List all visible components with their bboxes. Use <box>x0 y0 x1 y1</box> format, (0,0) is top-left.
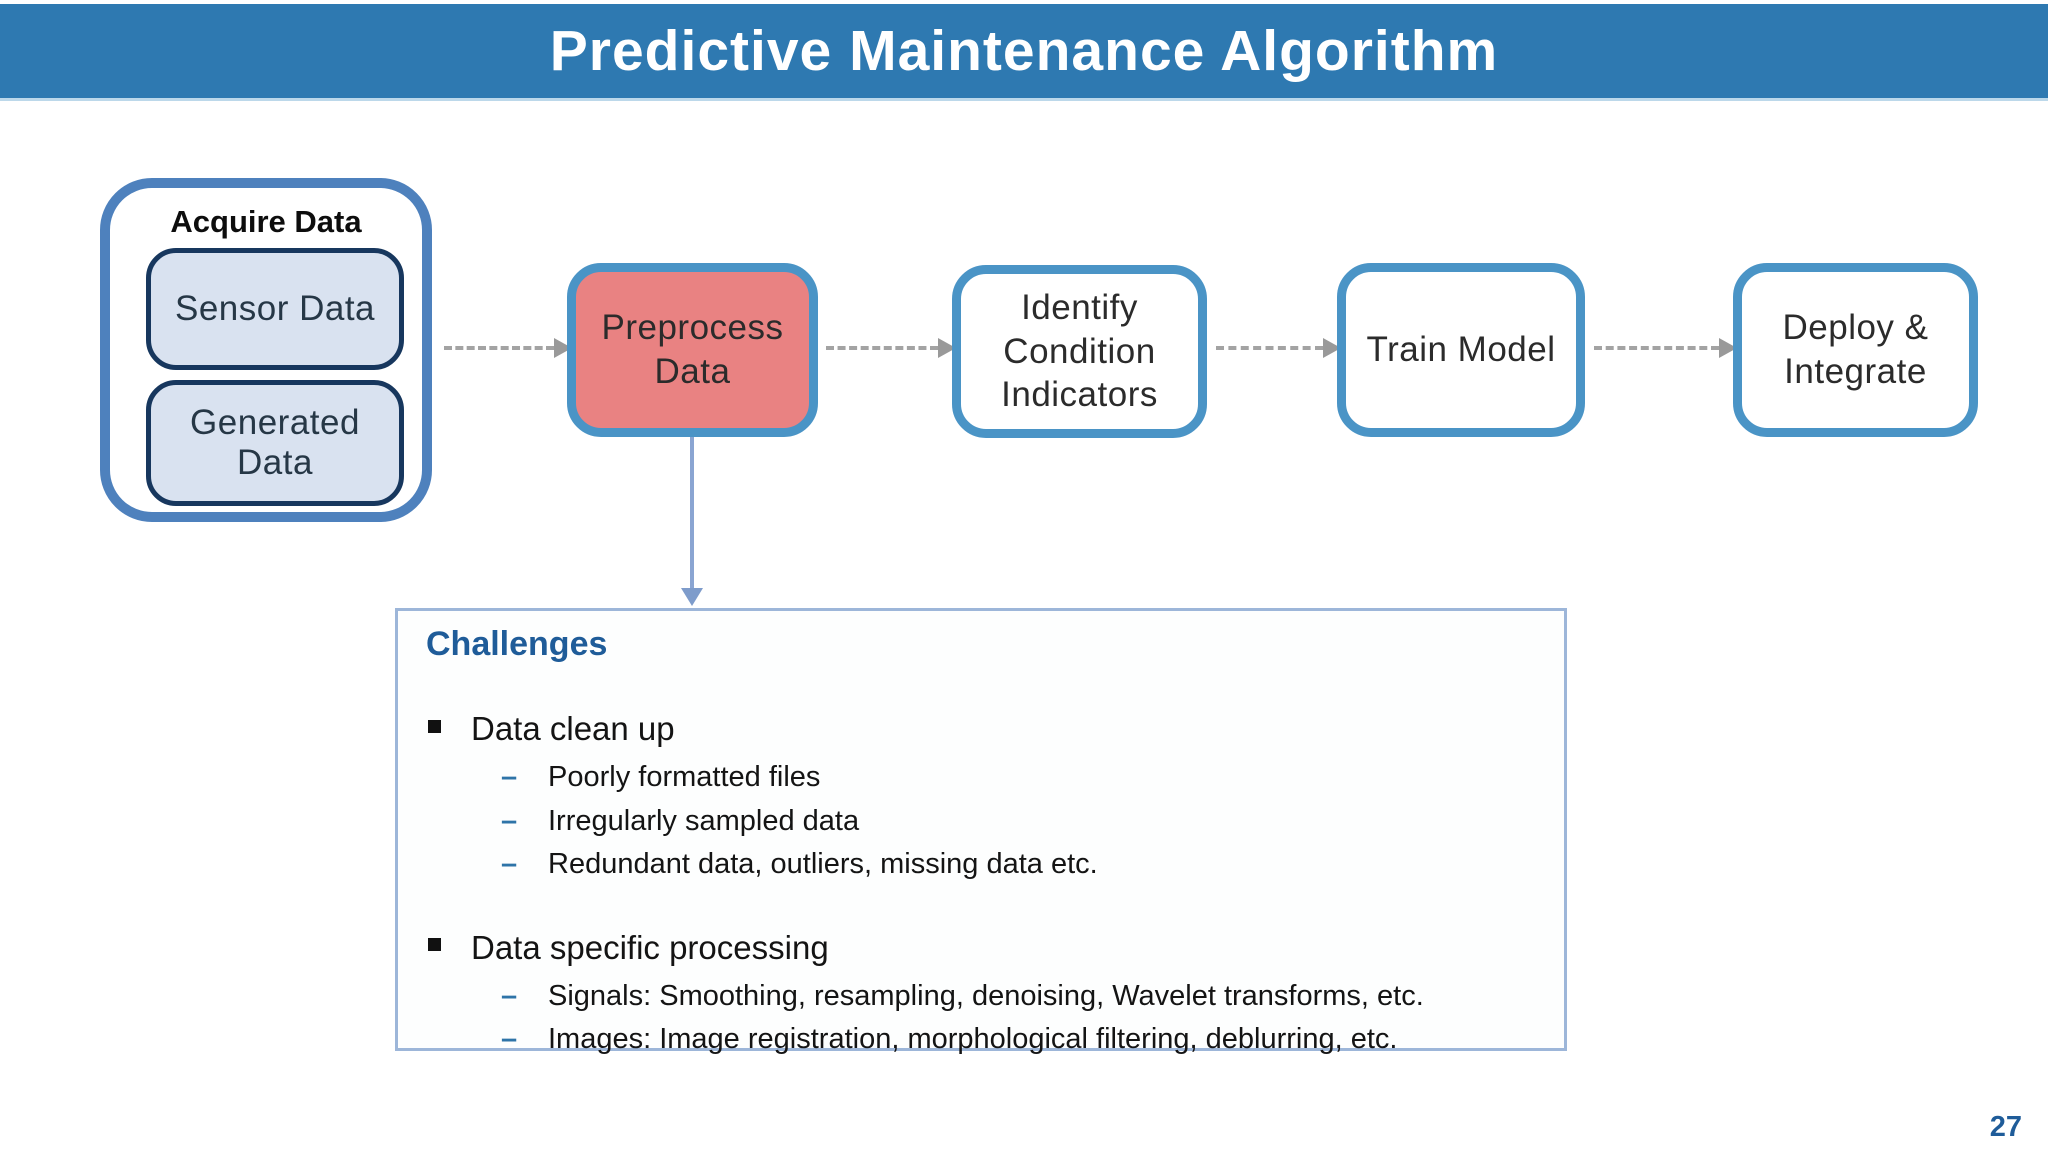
sub-bullet-item: – Images: Image registration, morphologi… <box>426 1018 1544 1062</box>
dash-bullet-icon: – <box>501 848 518 880</box>
generated-data-box: Generated Data <box>146 380 404 506</box>
slide-title: Predictive Maintenance Algorithm <box>549 19 1499 83</box>
dash-bullet-icon: – <box>501 1023 518 1055</box>
bullet-heading-label: Data specific processing <box>471 928 829 966</box>
arrow-train-to-deploy <box>1594 338 1737 358</box>
step-label: Identify Condition Indicators <box>1001 287 1158 415</box>
sensor-data-box: Sensor Data <box>146 248 404 370</box>
step-label: Deploy & Integrate <box>1782 308 1929 391</box>
generated-data-label: Generated Data <box>190 402 360 482</box>
challenges-section-data-clean-up: Data clean up – Poorly formatted files –… <box>426 710 1544 887</box>
arrowhead-right-icon <box>938 338 956 358</box>
challenges-section-data-specific-processing: Data specific processing – Signals: Smoo… <box>426 929 1544 1062</box>
sub-bullet-list: – Signals: Smoothing, resampling, denois… <box>426 975 1544 1062</box>
square-bullet-icon <box>428 719 441 733</box>
square-bullet-icon <box>428 938 441 951</box>
sub-bullet-text: Images: Image registration, morphologica… <box>548 1023 1398 1055</box>
title-bar: Predictive Maintenance Algorithm <box>0 4 2048 101</box>
sub-bullet-text: Signals: Smoothing, resampling, denoisin… <box>548 979 1424 1012</box>
sub-bullet-text: Irregularly sampled data <box>548 804 860 837</box>
step-identify-condition-indicators: Identify Condition Indicators <box>952 265 1207 438</box>
sub-bullet-item: – Redundant data, outliers, missing data… <box>426 843 1544 887</box>
page-number: 27 <box>1989 1111 2022 1143</box>
bullet-heading: Data specific processing <box>426 929 1544 967</box>
acquire-data-label: Acquire Data <box>170 204 362 239</box>
bullet-heading-label: Data clean up <box>471 710 675 747</box>
bullet-heading: Data clean up <box>426 710 1544 748</box>
step-preprocess-data: Preprocess Data <box>567 263 818 437</box>
sensor-data-label: Sensor Data <box>174 288 376 328</box>
sub-bullet-list: – Poorly formatted files – Irregularly s… <box>426 756 1544 887</box>
arrow-preprocess-to-identify <box>826 338 956 358</box>
dash-bullet-icon: – <box>501 979 518 1012</box>
dash-bullet-icon: – <box>501 804 518 837</box>
arrow-identify-to-train <box>1216 338 1341 358</box>
sub-bullet-text: Redundant data, outliers, missing data e… <box>548 848 1098 880</box>
arrowhead-right-icon <box>1323 338 1341 358</box>
step-label: Train Model <box>1366 330 1556 370</box>
sub-bullet-item: – Signals: Smoothing, resampling, denois… <box>426 975 1544 1019</box>
arrowhead-right-icon <box>1719 338 1737 358</box>
step-deploy-integrate: Deploy & Integrate <box>1733 263 1978 437</box>
sub-bullet-text: Poorly formatted files <box>548 761 821 793</box>
arrow-acquire-to-preprocess <box>444 338 572 358</box>
step-train-model: Train Model <box>1337 263 1585 437</box>
step-label: Preprocess Data <box>601 308 784 391</box>
acquire-data-group: Acquire Data Sensor Data Generated Data <box>100 178 432 522</box>
dash-bullet-icon: – <box>501 761 518 793</box>
sub-bullet-item: – Irregularly sampled data <box>426 800 1544 844</box>
challenges-title: Challenges <box>426 625 608 663</box>
arrow-preprocess-to-challenges <box>681 437 703 606</box>
challenges-panel: Challenges Data clean up – Poorly format… <box>395 608 1567 1055</box>
sub-bullet-item: – Poorly formatted files <box>426 756 1544 800</box>
arrowhead-down-icon <box>681 588 703 606</box>
